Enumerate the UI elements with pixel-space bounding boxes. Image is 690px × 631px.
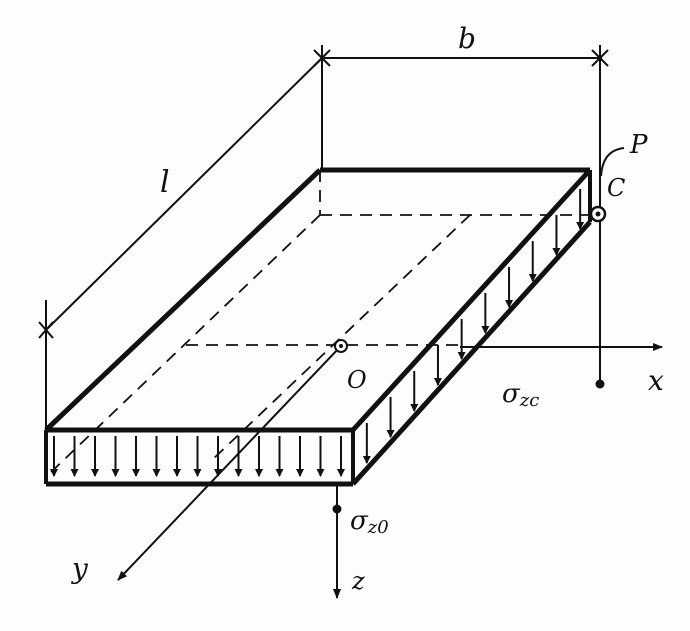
labels: b l P C O x y z σzc σz0 [70,22,664,595]
label-o: O [347,366,367,394]
hidden-edge-left [47,214,321,476]
label-x: x [648,364,664,397]
sigma-symbol-zc: σ [502,379,521,409]
dimension-b-tick-right [591,49,609,67]
point-c-center [595,211,601,217]
sigma-subscript-z0: z0 [367,517,389,538]
label-p: P [629,130,648,160]
point-o-center [339,344,343,348]
label-z: z [351,567,365,595]
axes [117,343,663,599]
dimension-l [38,57,323,430]
label-c: C [607,174,625,202]
plate-edge-right-bottom [351,220,592,486]
sigma-subscript-zc: zc [519,390,540,411]
label-b: b [458,22,476,55]
label-y: y [70,552,89,585]
points [332,147,625,514]
front-face-load-arrows [50,436,345,477]
stress-point-z0 [332,504,342,514]
sigma-symbol-z0: σ [350,506,369,536]
stress-point-zc [595,379,605,389]
plate-hidden-edges [47,170,590,476]
label-sigma-z0: σz0 [350,506,389,538]
label-l: l [160,165,170,200]
plate-edge-left [44,168,322,432]
y-axis [117,346,341,581]
dimension-l-line [45,57,323,331]
side-face-load-arrows [362,189,585,464]
label-sigma-zc: σzc [502,379,539,411]
hidden-center-line-y [211,214,471,461]
plate-outline [44,167,592,487]
plate-edge-right-top [351,168,592,432]
dimension-l-tick [38,321,54,339]
load-p-leader [600,147,625,177]
